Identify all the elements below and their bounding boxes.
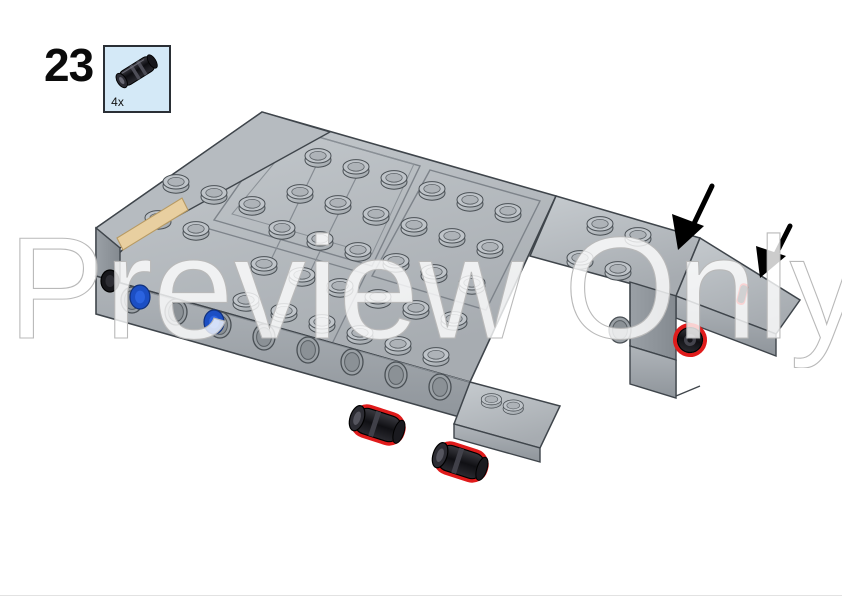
assembly-arrow-left xyxy=(672,183,715,250)
chassis-front-beam xyxy=(95,197,562,463)
assembly-arrow-right xyxy=(756,223,793,278)
parts-quantity-label: 4x xyxy=(111,95,124,109)
step-number: 23 xyxy=(44,39,94,91)
blue-pin-lower xyxy=(203,309,225,335)
tan-tile xyxy=(116,197,189,251)
new-part-pin-4 xyxy=(736,283,749,306)
new-part-pin-1 xyxy=(348,404,406,446)
new-part-pin-2 xyxy=(431,441,489,483)
part-icon-axle-pin-connector xyxy=(115,54,158,89)
blue-pin-upper xyxy=(129,284,151,310)
step-header: 23 4x xyxy=(44,39,172,113)
parts-callout-box: 4x xyxy=(103,45,172,113)
chassis-top-plate xyxy=(94,111,558,383)
chassis-right-arm xyxy=(528,195,802,399)
new-part-pin-3 xyxy=(673,323,707,357)
